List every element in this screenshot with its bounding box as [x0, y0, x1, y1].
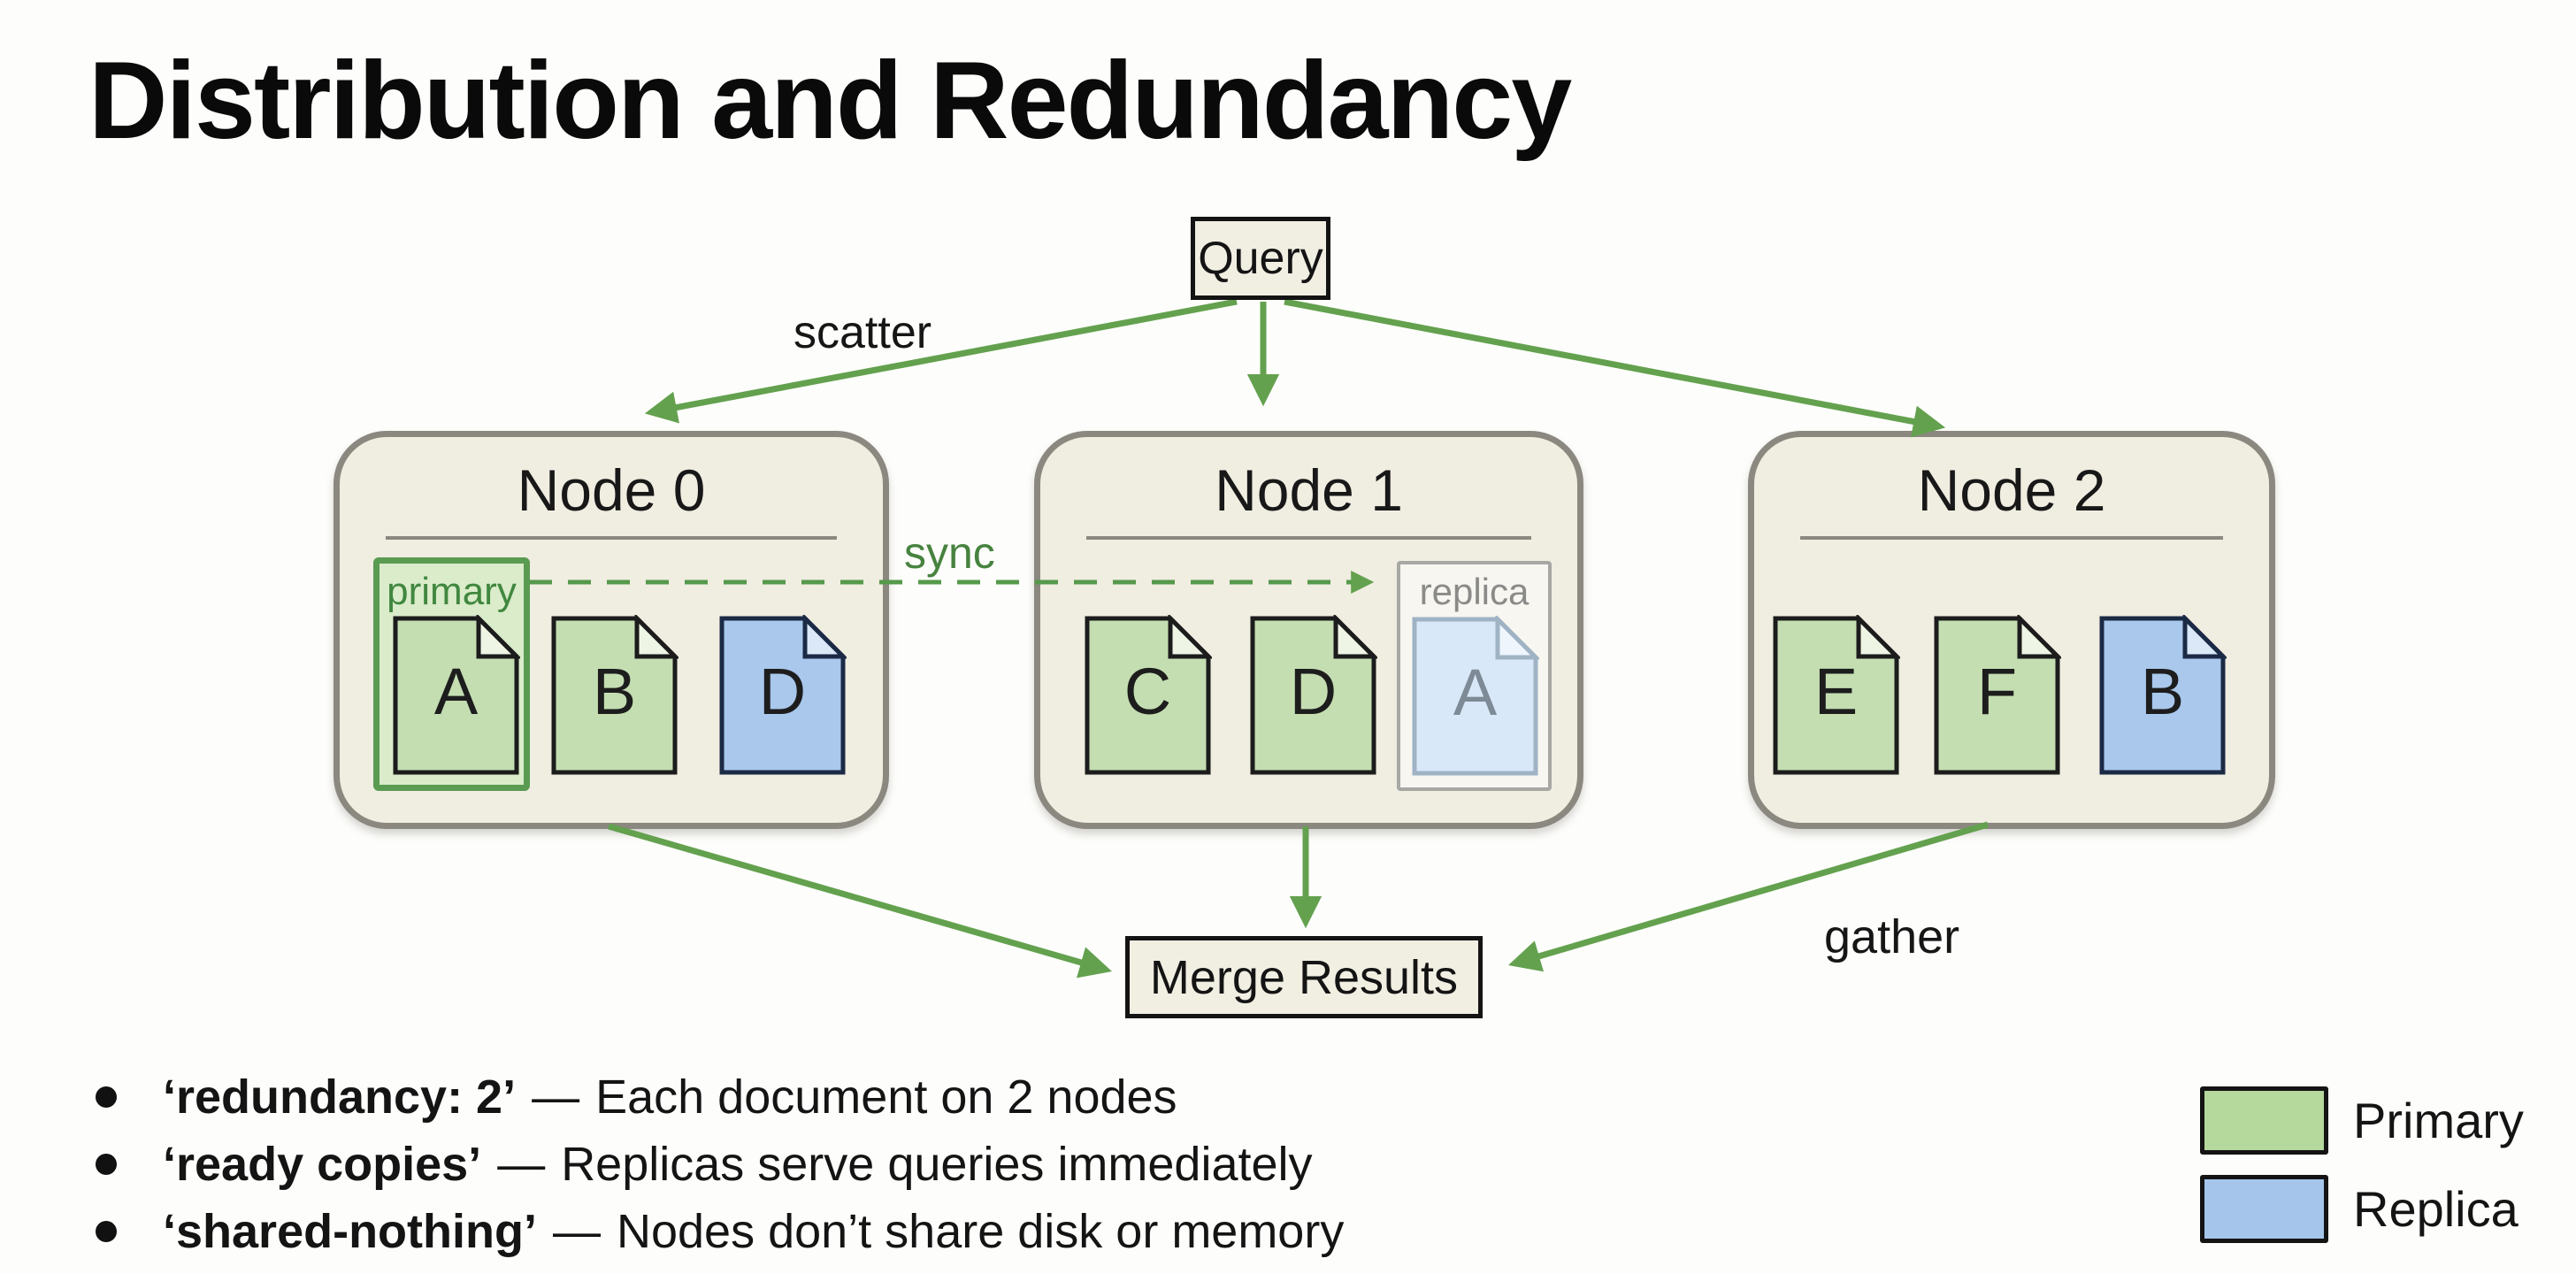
bullet-text: ‘redundancy: 2’ — Each document on 2 nodes [163, 1073, 1177, 1121]
scatter-label: scatter [794, 307, 932, 358]
gather-label: gather [1824, 910, 1960, 963]
bullet-dash: — [552, 1205, 601, 1258]
bullet-dot [96, 1086, 117, 1108]
legend-item-replica: Replica [2200, 1175, 2524, 1243]
document-letter: D [758, 655, 807, 728]
sync-label: sync [904, 528, 995, 578]
node-1-title: Node 1 [1215, 457, 1403, 523]
document-letter: B [2140, 655, 2185, 728]
merge-results-label: Merge Results [1149, 950, 1459, 1004]
scatter-arrow-to-node-0 [644, 298, 1238, 424]
node-1-divider [1086, 536, 1531, 540]
gather-arrow-from-node-0 [608, 823, 1112, 979]
node-2-title: Node 2 [1917, 457, 2106, 523]
legend-swatch-replica [2200, 1175, 2328, 1243]
merge-results-box: Merge Results [1125, 936, 1483, 1018]
bullet-item: ‘redundancy: 2’ — Each document on 2 nodes [96, 1063, 1344, 1131]
document-icon-f: F [1933, 615, 2061, 776]
document-icon-b-replica: B [2098, 615, 2227, 776]
node-2: Node 2 E F B [1748, 431, 2275, 829]
document-letter: A [1453, 656, 1498, 729]
document-letter: A [433, 655, 479, 728]
bullet-list: ‘redundancy: 2’ — Each document on 2 nodes… [96, 1063, 1344, 1265]
legend-label-primary: Primary [2353, 1092, 2524, 1148]
replica-label: replica [1419, 571, 1530, 612]
bullet-dot [96, 1221, 117, 1242]
document-icon-b: B [550, 615, 678, 776]
bullet-term: ‘redundancy: 2’ [163, 1071, 517, 1124]
node-0-divider [386, 536, 837, 540]
document-icon-a-primary: A [392, 615, 520, 776]
document-icon-d: D [1249, 615, 1377, 776]
legend-label-replica: Replica [2353, 1180, 2518, 1237]
bullet-term: ‘ready copies’ [163, 1138, 482, 1191]
primary-label: primary [387, 570, 517, 613]
node-0: Node 0 primary A B D [334, 431, 889, 829]
node-2-divider [1800, 536, 2223, 540]
bullet-text: ‘shared-nothing’ — Nodes don’t share disk … [163, 1208, 1344, 1255]
document-icon-c: C [1084, 615, 1212, 776]
document-letter: F [1976, 655, 2018, 728]
document-icon-d-replica: D [718, 615, 847, 776]
bullet-desc: Nodes don’t share disk or memory [616, 1205, 1345, 1258]
query-label: Query [1198, 233, 1323, 284]
document-icon-e: E [1772, 615, 1900, 776]
bullet-text: ‘ready copies’ — Replicas serve queries im… [163, 1140, 1313, 1188]
bullet-dash: — [497, 1138, 546, 1191]
bullet-term: ‘shared-nothing’ [163, 1205, 537, 1258]
legend-swatch-primary [2200, 1086, 2328, 1155]
scatter-arrow-to-node-2 [1284, 298, 1946, 438]
document-letter: B [592, 655, 637, 728]
bullet-desc: Each document on 2 nodes [595, 1071, 1177, 1124]
document-letter: C [1123, 655, 1172, 728]
bullet-dash: — [532, 1071, 580, 1124]
bullet-desc: Replicas serve queries immediately [561, 1138, 1313, 1191]
bullet-item: ‘shared-nothing’ — Nodes don’t share disk … [96, 1198, 1344, 1265]
query-box: Query [1191, 217, 1330, 300]
node-0-title: Node 0 [517, 457, 706, 523]
document-letter: D [1289, 655, 1338, 728]
node-1: Node 1 C D replica A [1034, 431, 1583, 829]
document-letter: E [1813, 655, 1859, 728]
legend-item-primary: Primary [2200, 1086, 2524, 1155]
primary-highlight-box: primary A [373, 557, 530, 791]
bullet-item: ‘ready copies’ — Replicas serve queries im… [96, 1131, 1344, 1198]
document-icon-a-replica: A [1411, 616, 1539, 777]
bullet-dot [96, 1154, 117, 1175]
legend: Primary Replica [2200, 1086, 2524, 1263]
replica-highlight-box: replica A [1397, 561, 1552, 791]
page-title: Distribution and Redundancy [88, 40, 1572, 162]
